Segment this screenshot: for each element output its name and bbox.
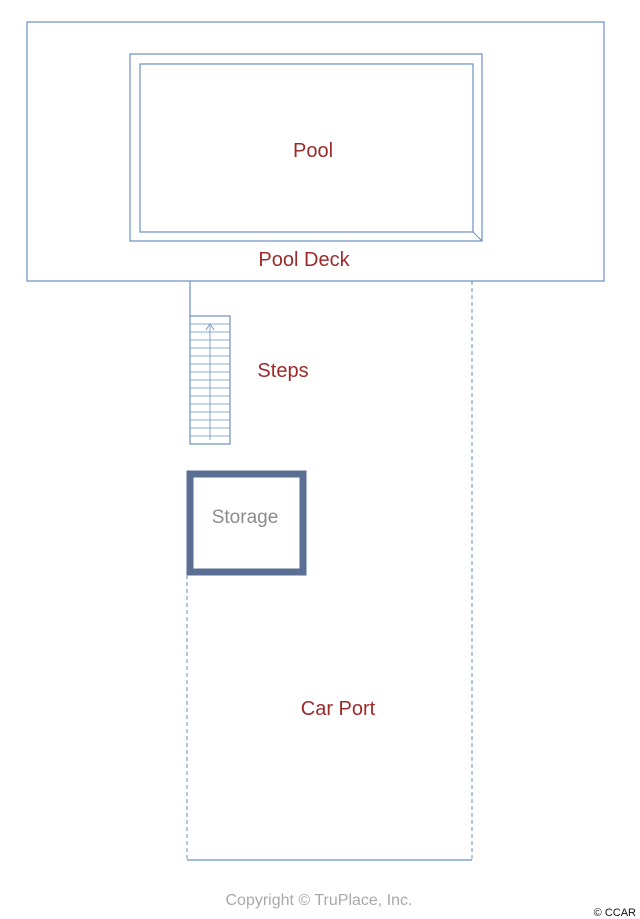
storage-label: Storage <box>212 507 279 528</box>
steps-label: Steps <box>257 360 308 382</box>
pool-deck-outline <box>26 21 605 282</box>
ccar-watermark: © CCAR <box>594 907 636 919</box>
storage-room-walls <box>186 470 307 576</box>
pool-inner-edge <box>139 63 474 233</box>
pool-deck-label: Pool Deck <box>258 249 350 271</box>
car-port-label: Car Port <box>301 698 376 720</box>
pool-label: Pool <box>293 140 333 162</box>
pool-outer-edge <box>129 53 483 242</box>
copyright-notice: Copyright © TruPlace, Inc. <box>226 892 413 909</box>
pool-corner-line <box>472 231 483 242</box>
stairs <box>189 315 231 445</box>
